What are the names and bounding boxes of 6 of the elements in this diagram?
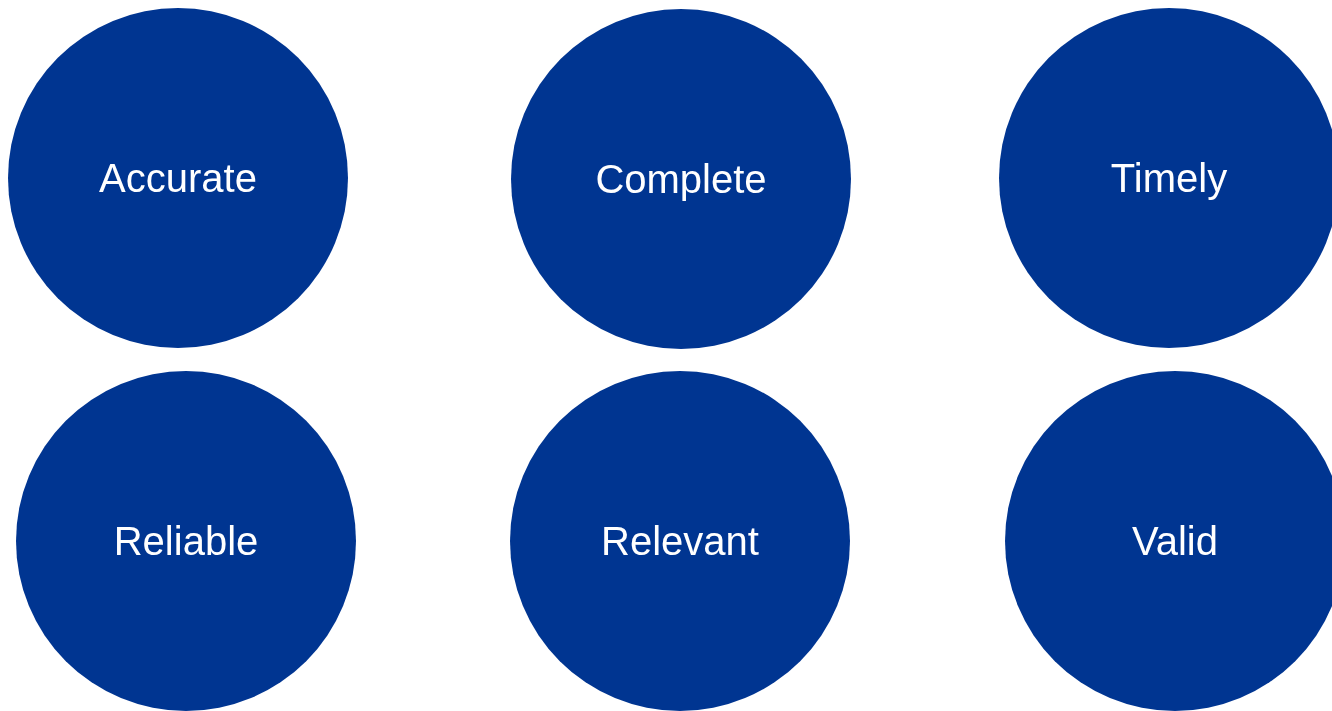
node-label: Accurate bbox=[99, 155, 257, 201]
node-label: Timely bbox=[1110, 155, 1228, 201]
node-label: Valid bbox=[1132, 518, 1218, 564]
node-label: Relevant bbox=[601, 518, 759, 564]
node-label: Complete bbox=[595, 156, 767, 202]
node-label: Reliable bbox=[113, 518, 259, 564]
